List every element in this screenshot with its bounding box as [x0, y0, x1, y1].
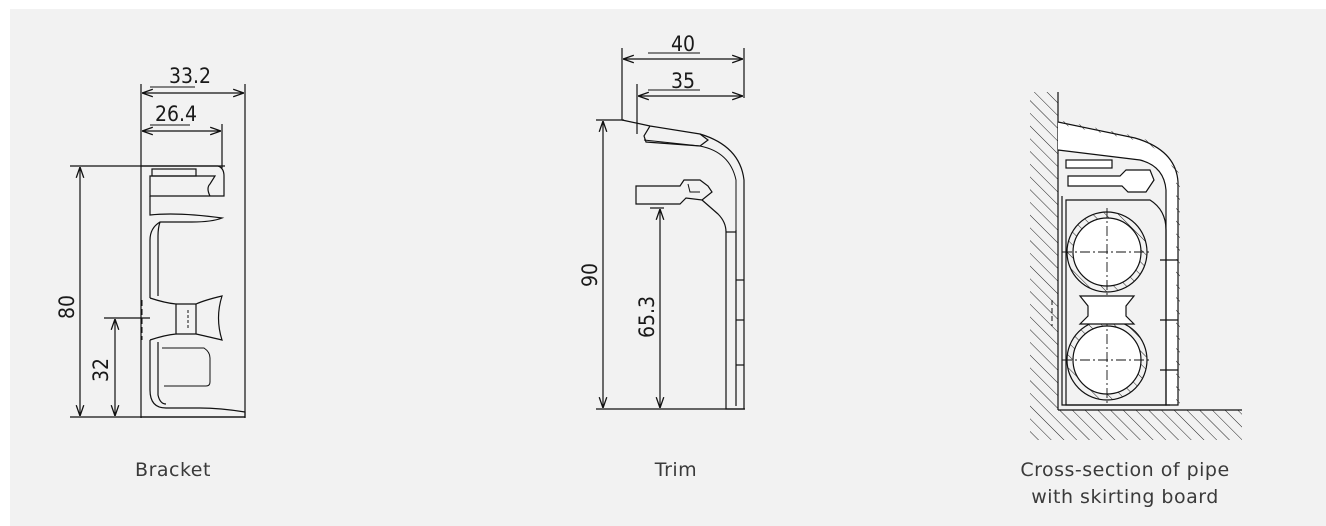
cross-section-caption-line2: with skirting board	[1031, 486, 1219, 508]
bracket-drawing	[70, 84, 246, 418]
cross-section-caption-line1: Cross-section of pipe	[1020, 459, 1230, 481]
cross-section-drawing	[1030, 92, 1242, 440]
bracket-dim-height: 80	[55, 295, 79, 319]
trim-dim-width-outer: 40	[671, 32, 695, 56]
bracket-caption: Bracket	[135, 459, 211, 481]
cross-section-caption: Cross-section of pipe with skirting boar…	[990, 457, 1260, 511]
bracket-dim-width-inner: 26.4	[155, 102, 197, 126]
trim-drawing	[596, 48, 745, 410]
trim-dim-width-inner: 35	[671, 69, 695, 93]
trim-dim-height: 90	[578, 263, 602, 287]
bracket-dim-height-low: 32	[89, 358, 113, 382]
trim-dim-height-low: 65.3	[635, 296, 659, 338]
bracket-dim-width-outer: 33.2	[169, 64, 211, 88]
trim-caption: Trim	[654, 459, 698, 481]
